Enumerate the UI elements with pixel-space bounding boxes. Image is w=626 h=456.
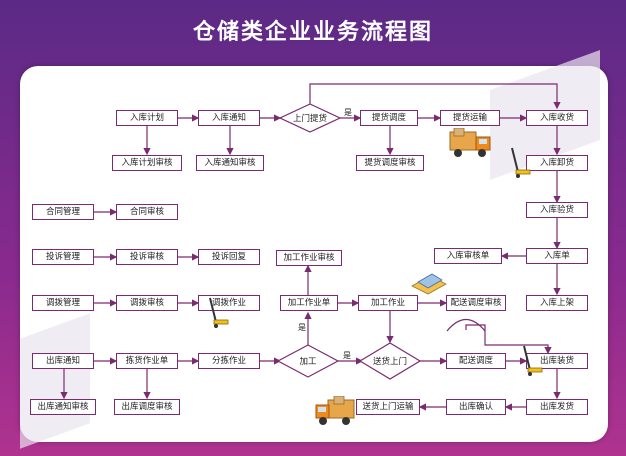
node-jiagong-zuoye-dan[interactable]: 加工作业单 bbox=[280, 295, 338, 311]
node-ruku-jihua[interactable]: 入库计划 bbox=[116, 110, 178, 126]
node-tihuo-yunshu[interactable]: 提货运输 bbox=[440, 110, 500, 126]
node-peisong-diaodu[interactable]: 配送调度 bbox=[446, 353, 506, 369]
node-ruku-dan[interactable]: 入库单 bbox=[526, 248, 588, 264]
node-diaobo-zuoye[interactable]: 调拨作业 bbox=[198, 295, 260, 311]
node-chuku-tongzhi-shenhe[interactable]: 出库通知审核 bbox=[30, 399, 96, 415]
truck-icon bbox=[315, 396, 355, 425]
node-songhuo-yunshu[interactable]: 送货上门运输 bbox=[356, 399, 420, 415]
node-diaobo-guanli[interactable]: 调拨管理 bbox=[32, 295, 94, 311]
node-ruku-jihua-shenhe[interactable]: 入库计划审核 bbox=[112, 155, 182, 171]
edge bbox=[309, 83, 561, 110]
node-hetong-guanli[interactable]: 合同管理 bbox=[32, 204, 94, 220]
edge-label-yes: 是 bbox=[344, 108, 352, 117]
node-tihuo-diaodu-shenhe[interactable]: 提货调度审核 bbox=[356, 155, 424, 171]
node-ruku-yanhuo[interactable]: 入库验货 bbox=[526, 202, 588, 218]
edge-label-yes: 是 bbox=[298, 323, 306, 332]
edge-label-yes: 是 bbox=[343, 351, 351, 360]
node-ruku-shangjia[interactable]: 入库上架 bbox=[526, 295, 588, 311]
node-tousu-huifu[interactable]: 投诉回复 bbox=[198, 249, 260, 265]
node-chuku-fahuo[interactable]: 出库发货 bbox=[526, 399, 588, 415]
node-tihuo-diaodu[interactable]: 提货调度 bbox=[360, 110, 418, 126]
node-jiagong-zuoye-shenhe[interactable]: 加工作业审核 bbox=[276, 250, 342, 266]
node-hetong-shenhe[interactable]: 合同审核 bbox=[116, 204, 178, 220]
edge bbox=[465, 324, 552, 355]
node-diaobo-shenhe[interactable]: 调拨审核 bbox=[116, 295, 178, 311]
node-ruku-xiehuo[interactable]: 入库卸货 bbox=[526, 155, 588, 171]
node-chuku-queren[interactable]: 出库确认 bbox=[446, 399, 506, 415]
pallet-jack-icon bbox=[511, 147, 531, 178]
page-title: 仓储类企业业务流程图 bbox=[192, 20, 433, 45]
edge-curve bbox=[446, 318, 486, 332]
decision-songhuo-shangmen bbox=[358, 342, 422, 380]
decision-jiagong bbox=[276, 344, 340, 378]
box-stack-icon bbox=[411, 273, 447, 295]
decision-label-jiagong: 加工 bbox=[299, 357, 317, 367]
node-peisong-diaodu-shenhe[interactable]: 配送调度审核 bbox=[446, 295, 506, 311]
node-ruku-tongzhi-shenhe[interactable]: 入库通知审核 bbox=[196, 155, 264, 171]
decision-shangmen-tihuo bbox=[278, 103, 342, 133]
node-ruku-shouhuo[interactable]: 入库收货 bbox=[526, 110, 588, 126]
decision-label-shangmen-tihuo: 上门提货 bbox=[292, 114, 327, 124]
node-ruku-shenhe-dan[interactable]: 入库审核单 bbox=[434, 248, 502, 264]
pallet-jack-icon bbox=[209, 297, 229, 328]
node-ruku-tongzhi[interactable]: 入库通知 bbox=[198, 110, 260, 126]
decision-label-songhuo-shangmen: 送货上门 bbox=[372, 357, 407, 367]
node-chuku-diaodu-shenhe[interactable]: 出库调度审核 bbox=[114, 399, 180, 415]
node-jiagong-zuoye[interactable]: 加工作业 bbox=[358, 295, 418, 311]
node-tousu-guanli[interactable]: 投诉管理 bbox=[32, 249, 94, 265]
node-chuku-tongzhi[interactable]: 出库通知 bbox=[32, 353, 94, 369]
node-chuku-zhuanghuo[interactable]: 出库装货 bbox=[526, 353, 588, 369]
node-jianhuo-zuoye-dan[interactable]: 拣货作业单 bbox=[116, 353, 178, 369]
node-tousu-shenhe[interactable]: 投诉审核 bbox=[116, 249, 178, 265]
node-fenjian-zuoye[interactable]: 分拣作业 bbox=[198, 353, 260, 369]
truck-icon bbox=[449, 128, 491, 157]
pallet-jack-icon bbox=[523, 345, 543, 376]
